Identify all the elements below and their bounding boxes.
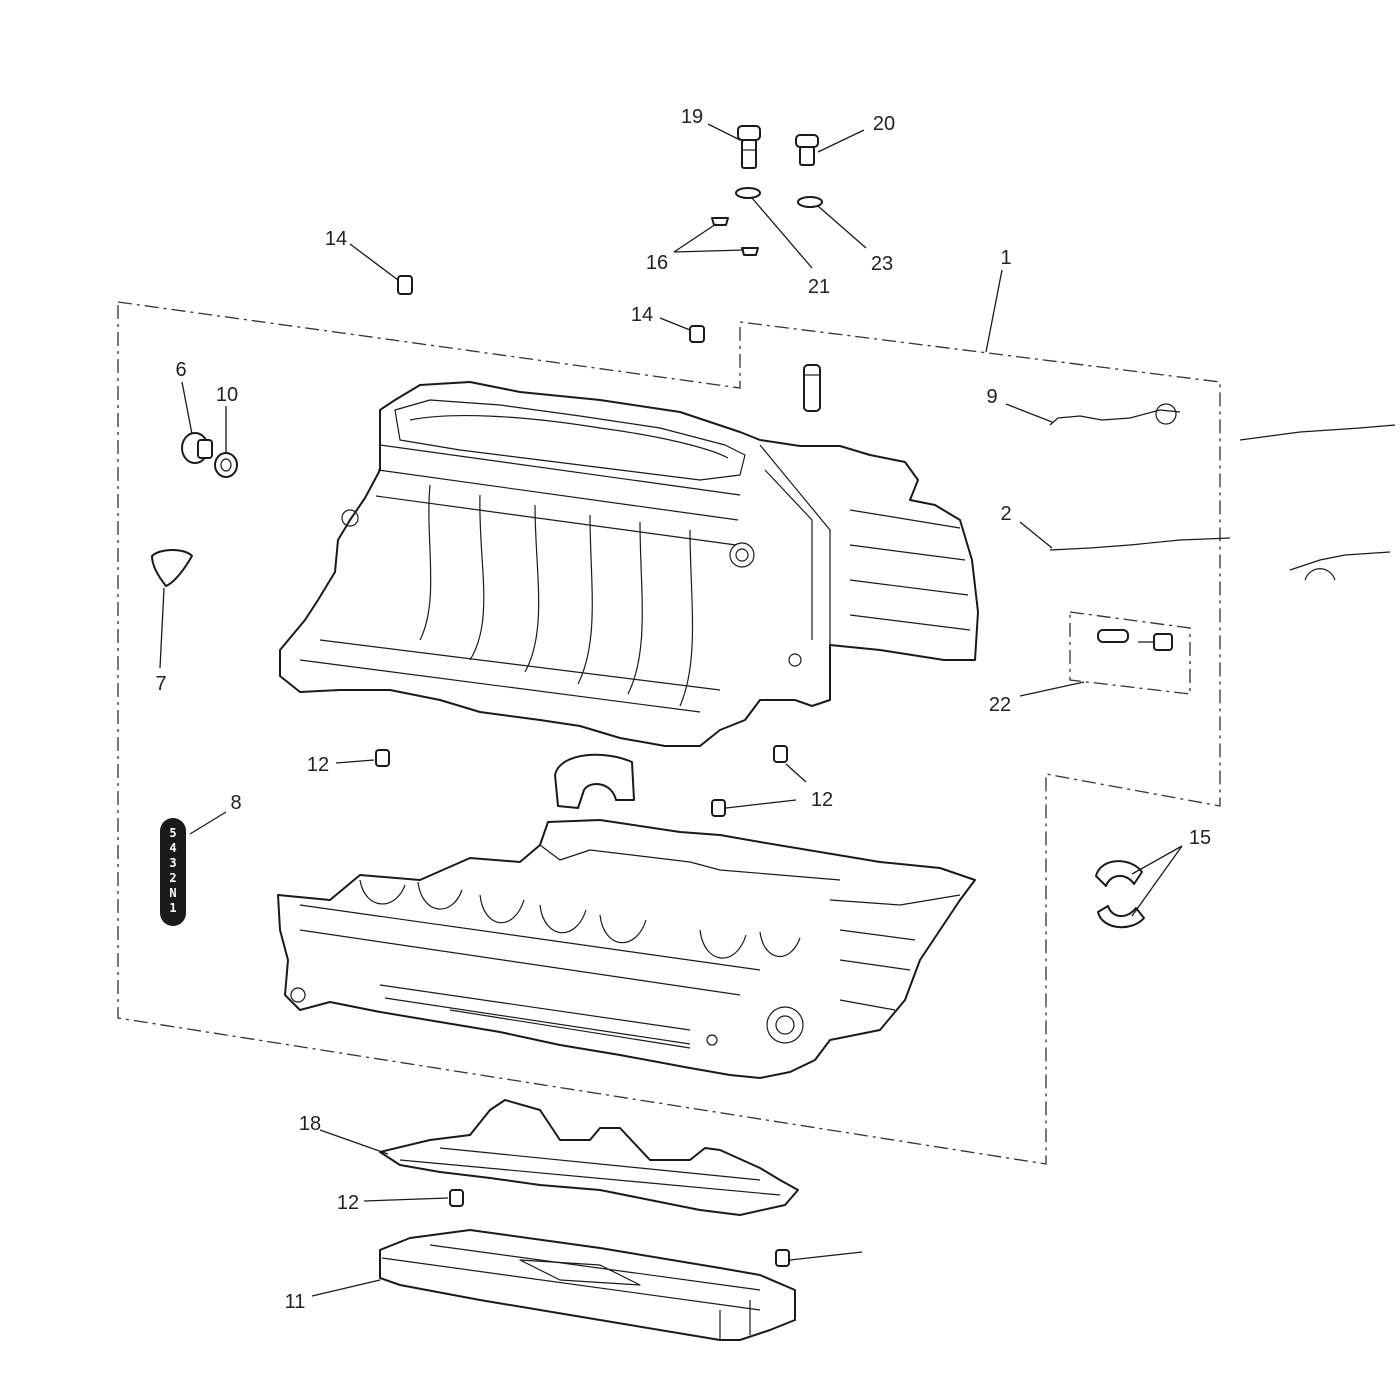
leader-12c [725,799,797,809]
triangle-marker-7 [151,549,193,587]
callout-2: 2 [1000,503,1011,525]
cap-16b [741,247,759,256]
leader-12b [785,763,807,783]
leader-12a [335,759,375,764]
oil-jet-22 [1097,629,1173,651]
callout-9: 9 [986,386,997,408]
o-ring-21 [735,187,761,199]
callout-21: 21 [808,276,830,298]
callout-16: 16 [646,252,668,274]
leader-2 [1019,521,1053,549]
baffle-plate [379,1099,799,1216]
gear-digit: 2 [169,871,176,885]
leader-6 [181,381,193,435]
gear-digit: 5 [169,826,176,840]
leader-18 [319,1129,389,1155]
callout-10: 10 [216,384,238,406]
leader-21 [751,197,813,269]
leader-7 [159,587,165,669]
leader-11 [311,1279,381,1297]
callout-1: 1 [1000,247,1011,269]
callout-18: 18 [299,1113,321,1135]
callout-14a: 14 [325,228,347,250]
assembly-boundary [117,301,1221,1165]
gear-digit: 4 [169,841,176,855]
dowel-pin-upper [803,364,821,412]
leader-15 [1131,845,1183,917]
gear-digit: N [169,886,176,900]
leader-14b [659,317,691,331]
leader-20 [817,129,865,153]
leader-22 [1019,681,1085,697]
lower-crankcase [277,819,976,1079]
dowel-14a [397,275,413,295]
gear-digit: 3 [169,856,176,870]
plug-6 [181,432,213,464]
callout-8: 8 [230,792,241,814]
bolt-20 [795,134,819,166]
dowel-12a [375,749,390,767]
leader-9 [1005,403,1053,423]
bearing-shell-15a [1095,860,1143,887]
bearing-cap [554,753,635,809]
callout-22: 22 [989,694,1011,716]
callout-14b: 14 [631,304,653,326]
leader-14a [349,243,399,281]
upper-crankcase [279,381,979,747]
dowel-12c [711,799,726,817]
callout-11: 11 [285,1291,306,1313]
leader-16 [673,223,745,253]
washer-10 [214,452,238,478]
leader-8 [189,811,227,835]
oil-jet-group-box [1069,611,1191,695]
leader-23 [817,205,867,249]
leader-19 [707,123,741,141]
bearing-shell-15b [1097,905,1145,929]
bearing-shells-9 [1049,403,1396,441]
bearing-shells-2 [1049,537,1391,581]
callout-19: 19 [681,106,703,128]
callout-15: 15 [1189,827,1211,849]
callout-12a: 12 [307,754,329,776]
cap-16a [711,217,729,226]
dowel-12d [449,1189,464,1207]
bolt-19 [737,125,761,169]
dowel-12e [775,1249,790,1267]
leader-12e [789,1251,863,1261]
leader-1 [985,269,1003,353]
dowel-14b [689,325,705,343]
callout-6: 6 [175,359,186,381]
sump-plate [379,1229,796,1341]
callout-23: 23 [871,253,893,275]
callout-20: 20 [873,113,895,135]
callout-12d: 12 [337,1192,359,1214]
gear-digit: 1 [169,901,176,915]
callout-12c: 12 [811,789,833,811]
leader-12d [363,1197,449,1202]
callout-7: 7 [155,673,166,695]
o-ring-23 [797,196,823,208]
dowel-12b [773,745,788,763]
